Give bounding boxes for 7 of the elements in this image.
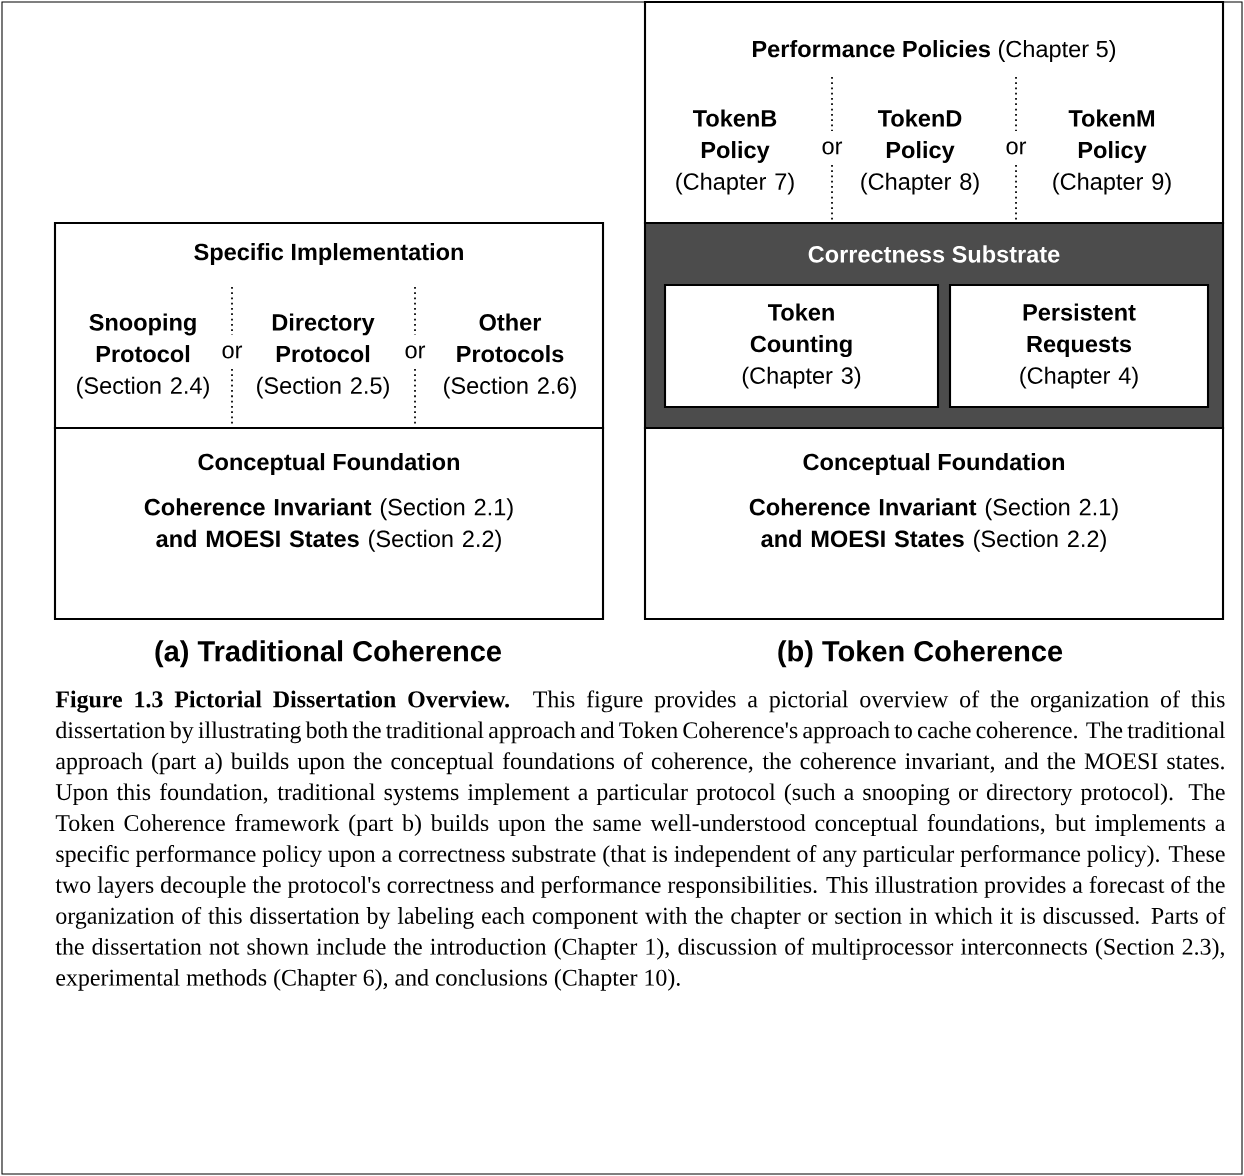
foundation-box: Conceptual Foundation Coherence Invariant (Section 2.1) and MOESI States (Section 2.2): [643, 426, 1225, 621]
component-box: Persistent Requests (Chapter 4): [948, 283, 1210, 409]
policy-box: Performance Policies (Chapter 5) TokenB Policy (Chapter 7) or TokenD Policy (Chapter 8) or TokenM Policy (Chapter 9): [643, 0, 1225, 225]
foundation-box: Conceptual Foundation Coherence Invariant (Section 2.1) and MOESI States (Section 2.2): [53, 426, 605, 621]
component-box: Token Counting (Chapter 3): [663, 283, 940, 409]
implementation-box: Specific Implementation Snooping Protocol (Section 2.4) or Directory Protocol (Section 2.5) or Other Protocols (Section 2.6): [53, 221, 605, 430]
figure-caption: Figure 1.3 Pictorial Dissertation Overview. This figure provides a pictorial overview of the organization of this dissertation by illustrating both the traditional approach and Token Coherence's approach to cache coherence. The traditional approach (part a) builds upon the conceptual foundations of coherence, the coherence invariant, and the MOESI states. Upon this foundation, traditional systems implement a particular protocol (such a snooping or directory protocol). The Token Coherence framework (part b) builds upon the same well-understood conceptual foundations, but implements a specific performance policy upon a correctness substrate (that is independent of any particular performance policy). These two layers decouple the protocol's correctness and performance responsibilities. This illustration provides a forecast of the organization of this dissertation by labeling each component with the chapter or section in which it is discussed. Parts of the dissertation not shown include the introduction (Chapter 1), discussion of multiprocessor interconnects (Section 2.3), experimental methods (Chapter 6), and conclusions (Chapter 10).: [55, 690, 1226, 991]
